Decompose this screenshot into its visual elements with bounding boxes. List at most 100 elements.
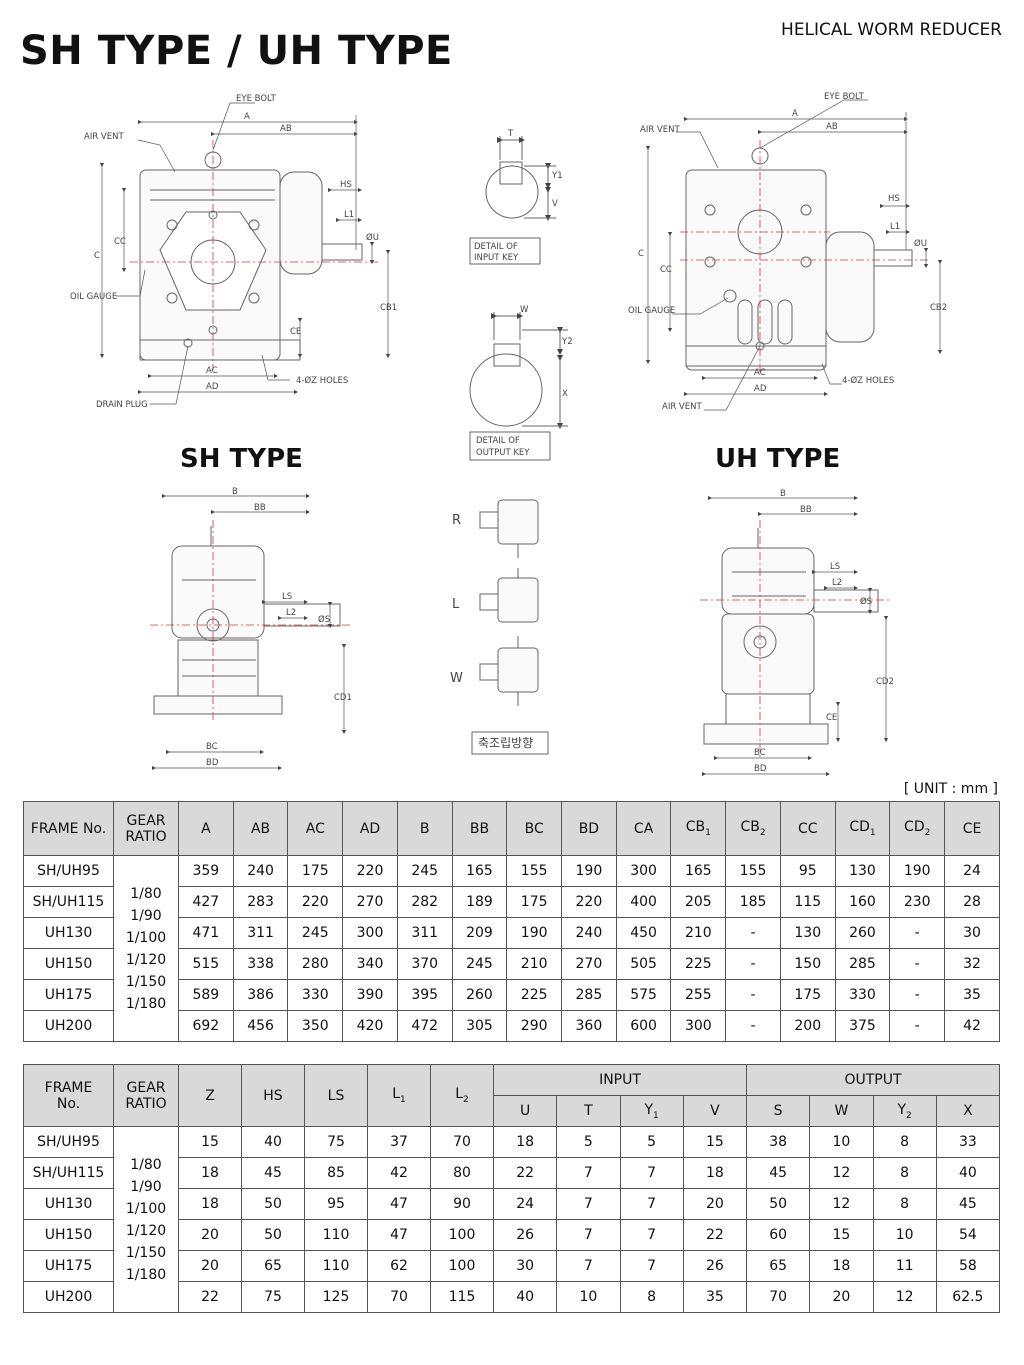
cell-l1: 70 (367, 1281, 431, 1313)
detail-output-line2: OUTPUT KEY (476, 448, 530, 458)
frame-cell: SH/UH115 (23, 886, 114, 918)
cell-s: 38 (745, 1126, 811, 1158)
cell-cd2: 190 (889, 855, 946, 887)
cell-u: 30 (492, 1250, 558, 1282)
cell-cd2: - (889, 948, 946, 980)
sh-dim-s: ØS (318, 614, 330, 625)
cell-ca: 400 (615, 886, 672, 918)
sh-dim-b: B (232, 487, 238, 497)
cell-t: 7 (556, 1250, 621, 1282)
cell-bb: 165 (451, 855, 508, 887)
cell-l2: 100 (430, 1219, 494, 1251)
cell-cb1: 300 (670, 1010, 727, 1042)
uh-center-lines (680, 140, 930, 375)
uh-callout-air-vent-bottom: AIR VENT (662, 402, 702, 412)
cell-cb1: 205 (670, 886, 727, 918)
th-w: W (809, 1095, 874, 1127)
cell-w: 20 (809, 1281, 874, 1313)
cell-cb2: - (725, 1010, 781, 1042)
th-z: Z (178, 1064, 242, 1127)
sh-dim-cd1: CD1 (334, 693, 352, 703)
frame-cell: UH200 (23, 1010, 114, 1042)
th-cb2: CB2 (725, 801, 781, 856)
cell-bb: 209 (451, 917, 508, 949)
dim-ce: CE (290, 327, 301, 337)
dim-l1: L1 (344, 210, 354, 220)
th-cc: CC (779, 801, 836, 856)
cell-ab: 283 (232, 886, 289, 918)
frame-cell: UH130 (23, 1188, 114, 1220)
cell-ls: 85 (304, 1157, 368, 1189)
cell-bb: 305 (451, 1010, 508, 1042)
uh-side-dim-s: ØS (860, 596, 872, 607)
cell-w: 18 (809, 1250, 874, 1282)
assembly-direction-diagrams (471, 499, 549, 755)
dim-ad: AD (206, 382, 219, 392)
cell-ac: 280 (287, 948, 344, 980)
cell-ls: 110 (304, 1219, 368, 1251)
cell-v: 22 (682, 1219, 748, 1251)
sh-dim-bb: BB (254, 503, 266, 513)
cell-y2: 8 (872, 1188, 937, 1220)
detail-output-line1: DETAIL OF (476, 436, 520, 446)
dim-y1: Y1 (551, 171, 563, 181)
dim-cb1: CB1 (380, 303, 397, 313)
cell-v: 26 (682, 1250, 748, 1282)
cell-u: 24 (492, 1188, 558, 1220)
dim-w: W (520, 305, 529, 315)
cell-s: 70 (745, 1281, 811, 1313)
cell-t: 7 (556, 1157, 621, 1189)
cell-ls: 95 (304, 1188, 368, 1220)
cell-cb2: - (725, 948, 781, 980)
th-y1: Y1 (619, 1095, 684, 1127)
cell-cc: 150 (779, 948, 836, 980)
cell-ca: 300 (615, 855, 672, 887)
cell-s: 50 (745, 1188, 811, 1220)
assembly-l-label: L (452, 597, 460, 612)
sh-dim-l2: L2 (286, 608, 296, 618)
cell-u: 18 (492, 1126, 558, 1158)
th-ce: CE (944, 801, 1000, 856)
cell-cb2: - (725, 917, 781, 949)
uh-dim-c: C (638, 249, 644, 259)
dim-cc: CC (114, 237, 126, 247)
callout-drain-plug: DRAIN PLUG (96, 400, 148, 410)
th-l1: L1 (367, 1064, 431, 1127)
cell-bb: 260 (451, 979, 508, 1011)
uh-callout-oil-gauge: OIL GAUGE (628, 306, 675, 316)
cell-ac: 350 (287, 1010, 344, 1042)
uh-side-dim-ce: CE (826, 713, 837, 723)
cell-b: 311 (396, 917, 453, 949)
th-ac: AC (287, 801, 344, 856)
cell-ce: 35 (944, 979, 1000, 1011)
th-cd1: CD1 (834, 801, 891, 856)
th-ls: LS (304, 1064, 368, 1127)
cell-a: 427 (178, 886, 234, 918)
cell-ca: 450 (615, 917, 672, 949)
cell-cb2: - (725, 979, 781, 1011)
cell-x: 33 (935, 1126, 1001, 1158)
cell-bd: 360 (561, 1010, 617, 1042)
uh-dim-ad: AD (754, 384, 767, 394)
cell-l1: 42 (367, 1157, 431, 1189)
cell-bd: 190 (561, 855, 617, 887)
cell-v: 20 (682, 1188, 748, 1220)
sh-side-view (153, 526, 341, 715)
cell-t: 5 (556, 1126, 621, 1158)
cell-s: 45 (745, 1157, 811, 1189)
cell-y2: 12 (872, 1281, 937, 1313)
th-output: OUTPUT (746, 1064, 1000, 1096)
uh-dim-ac: AC (754, 368, 766, 378)
gear-ratio-value: 1/80 (130, 885, 162, 902)
cell-y2: 8 (872, 1126, 937, 1158)
th-cd2: CD2 (889, 801, 946, 856)
th-b: B (396, 801, 453, 856)
cell-hs: 50 (241, 1219, 305, 1251)
th-bc: BC (506, 801, 563, 856)
